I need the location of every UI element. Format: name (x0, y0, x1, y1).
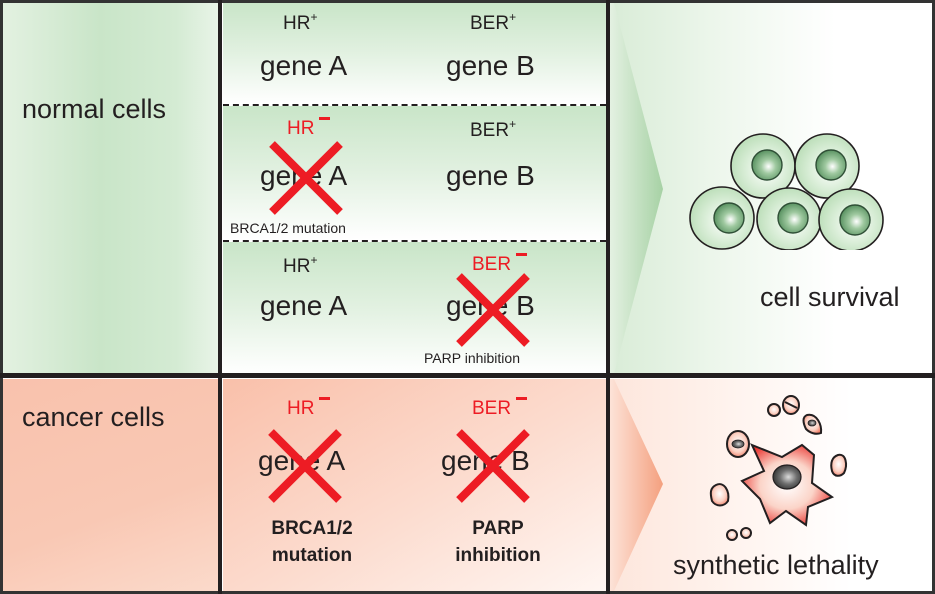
arrow-cancer-icon (610, 379, 663, 591)
parp-label-line2: inhibition (455, 545, 541, 566)
cross-out-icon (456, 429, 530, 503)
minus-sign-icon (516, 397, 528, 400)
cross-out-icon (268, 429, 342, 503)
cross-out-icon (269, 141, 343, 215)
row-label-cancer-cells: cancer cells (22, 402, 165, 432)
minus-sign-icon (516, 253, 528, 256)
hr-status: HR+ (283, 10, 318, 34)
normal-genes-row-1 (223, 3, 606, 104)
hr-status-negative: HR (287, 117, 331, 140)
gene-a: gene A (260, 50, 348, 81)
gene-b: gene B (446, 160, 535, 191)
ber-status: BER+ (470, 10, 517, 34)
ber-status: BER+ (470, 117, 517, 141)
hr-status: HR+ (283, 253, 318, 277)
normal-genes-row-2 (223, 106, 606, 240)
minus-sign-icon (319, 117, 331, 120)
divider-vertical-1 (218, 0, 222, 594)
normal-cells-label-panel (3, 3, 219, 374)
parp-inhibition-note: PARP inhibition (424, 350, 520, 366)
minus-sign-icon (319, 397, 331, 400)
cancer-cells-label-panel (3, 379, 219, 591)
healthy-cell-cluster-icon (689, 133, 884, 250)
ber-status-negative: BER (472, 397, 528, 420)
parp-inhibition-label: PARP inhibition (443, 515, 553, 569)
brca-label-line1: BRCA1/2 (271, 518, 353, 539)
brca-label-line2: mutation (271, 545, 353, 566)
dying-cell-icon (709, 395, 847, 541)
dashed-divider-1 (223, 104, 606, 106)
normal-genes-row-3 (223, 242, 606, 374)
brca-mutation-note: BRCA1/2 mutation (230, 220, 346, 236)
divider-horizontal (0, 373, 935, 378)
row-label-normal-cells: normal cells (22, 94, 167, 124)
parp-label-line1: PARP (472, 518, 524, 539)
dashed-divider-2 (223, 240, 606, 242)
gene-b: gene B (446, 50, 535, 81)
brca-mutation-label: BRCA1/2 mutation (262, 515, 362, 569)
outcome-cell-survival: cell survival (760, 282, 900, 312)
ber-status-negative: BER (472, 253, 528, 276)
cross-out-icon (456, 273, 530, 347)
divider-vertical-2 (606, 0, 610, 594)
gene-a: gene A (260, 290, 348, 321)
outcome-synthetic-lethality: synthetic lethality (673, 550, 879, 580)
arrow-normal-icon (610, 3, 663, 374)
hr-status-negative: HR (287, 397, 331, 420)
